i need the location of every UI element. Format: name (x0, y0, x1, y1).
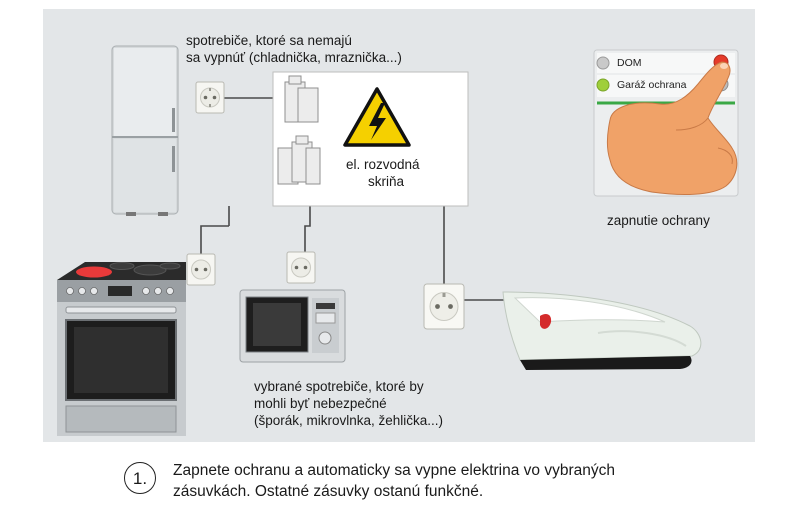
iron-icon (502, 291, 702, 370)
hand-pointer-icon (606, 61, 738, 195)
fridge-note-line1: spotrebiče, ktoré sa nemajú (186, 33, 352, 48)
fridge-note-line2: sa vypnúť (chladnička, mraznička...) (186, 50, 402, 65)
circuit-breaker-bottom (277, 135, 321, 185)
socket-microwave (286, 251, 316, 284)
status-led-green (596, 78, 610, 92)
selected-appliances-line2: mohli byť nebezpečné (254, 396, 387, 411)
panel-row-garage: Garáž ochrana (617, 79, 687, 91)
cabinet-label-line1: el. rozvodná (346, 157, 420, 172)
wiring (200, 97, 510, 301)
selected-appliances-line1: vybrané spotrebiče, ktoré by (254, 379, 424, 394)
step-description-line2: zásuvkách. Ostatné zásuvky ostanú funkčn… (173, 483, 484, 500)
panel-row-dom: DOM (617, 57, 642, 69)
activation-caption: zapnutie ochrany (607, 213, 710, 228)
step-number-badge: 1. (124, 462, 156, 494)
status-led-grey (596, 56, 610, 70)
high-voltage-warning-icon (343, 87, 411, 147)
cabinet-label-line2: skriňa (368, 174, 405, 189)
socket-fridge (195, 81, 225, 114)
socket-iron (423, 283, 465, 330)
socket-stove (186, 253, 216, 286)
circuit-breaker-top (284, 75, 319, 123)
fridge-icon (111, 45, 179, 216)
distribution-cabinet (272, 71, 469, 207)
selected-appliances-line3: (šporák, mikrovlnka, žehlička...) (254, 413, 444, 428)
step-description-line1: Zapnete ochranu a automaticky sa vypne e… (173, 462, 615, 479)
microwave-icon (239, 289, 346, 363)
stove-icon (57, 262, 186, 436)
